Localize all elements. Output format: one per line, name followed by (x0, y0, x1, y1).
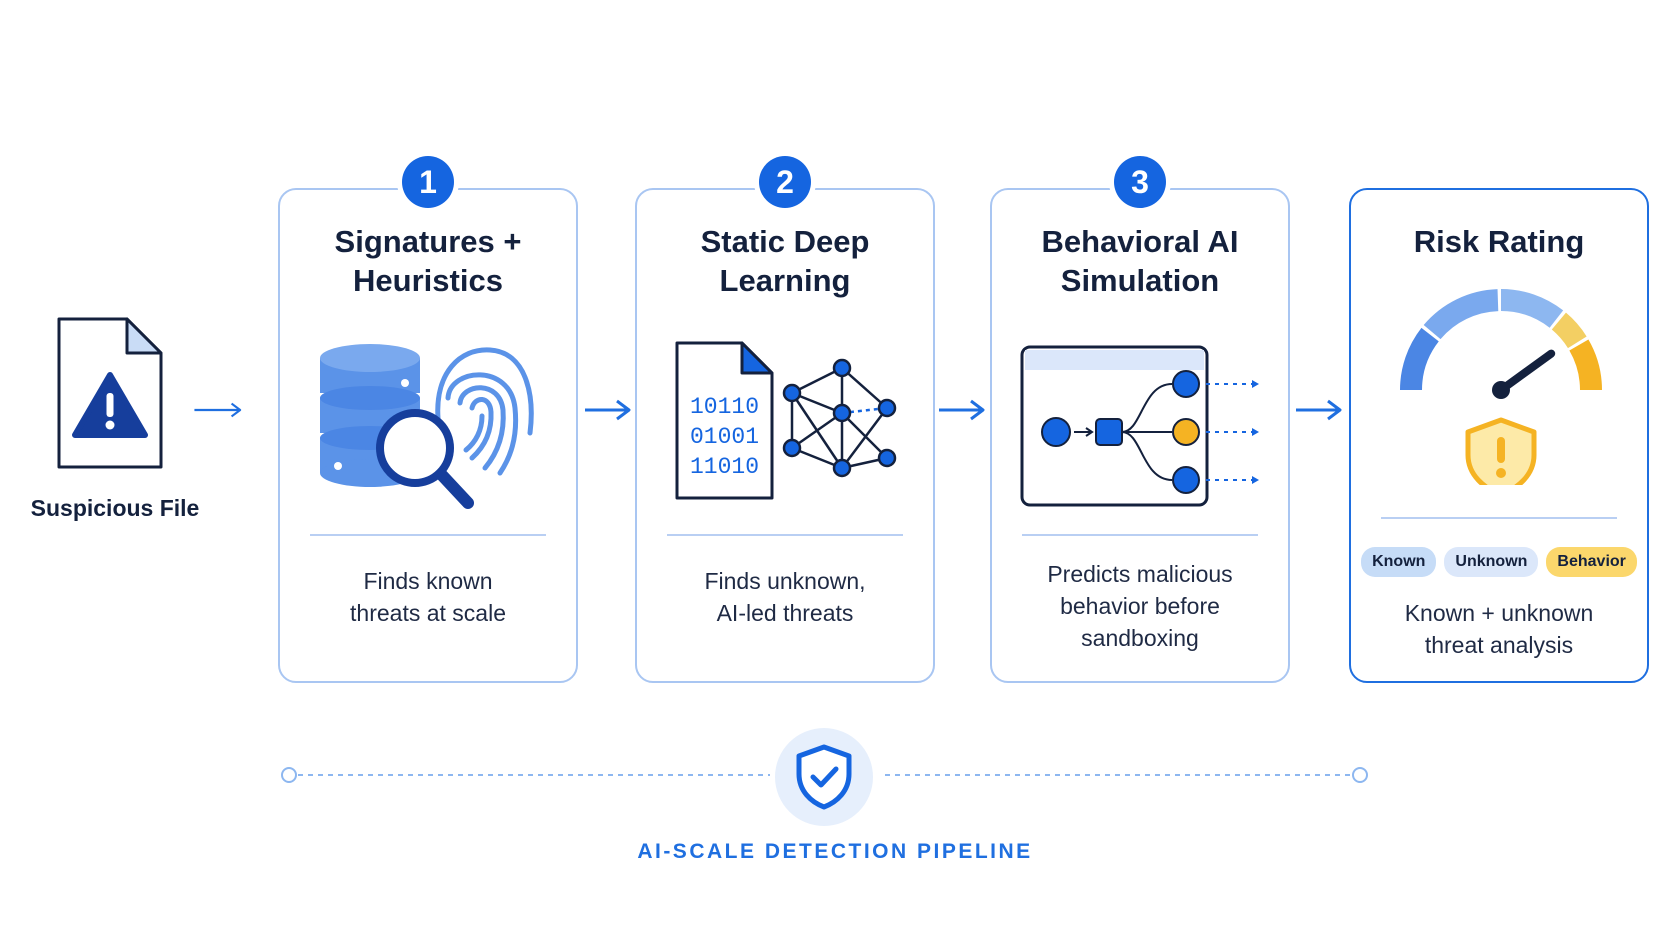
card-divider (310, 534, 546, 536)
stage-card-deep-learning: 2 Static Deep Learning 10110 01001 11010 (635, 156, 935, 683)
arrow-right-icon (194, 402, 242, 418)
stage-description: Predicts malicious behavior before sandb… (1047, 561, 1233, 651)
signatures-illustration (320, 344, 534, 509)
risk-rating-card: Risk Rating Known Unknown Behavior Known… (1349, 188, 1649, 683)
fingerprint-icon (435, 347, 534, 476)
stage-card-signatures: 1 Signatures + Heuristics (278, 156, 578, 683)
stage-description: Finds known threats at scale (350, 568, 506, 626)
shield-check-icon (796, 744, 852, 810)
card-divider (1022, 534, 1258, 536)
neural-network-icon (782, 358, 897, 478)
suspicious-file: Suspicious File (30, 315, 200, 521)
arrow-right-icon (585, 399, 631, 421)
svg-text:10110: 10110 (690, 394, 759, 420)
svg-text:11010: 11010 (690, 454, 759, 480)
step-badge: 3 (1114, 156, 1166, 208)
pill-known: Known (1361, 547, 1437, 577)
risk-rating-title: Risk Rating (1413, 224, 1585, 259)
risk-rating-description: Known + unknown threat analysis (1404, 600, 1594, 658)
pipeline-shield (775, 728, 873, 826)
pipeline-line (281, 767, 1368, 783)
deep-learning-illustration: 10110 01001 11010 (675, 341, 897, 500)
pill-behavior: Behavior (1546, 547, 1637, 577)
stage-title: Behavioral AI Simulation (1041, 224, 1239, 298)
risk-gauge-illustration (1400, 289, 1602, 485)
card-divider (667, 534, 903, 536)
stage-title: Static Deep Learning (700, 224, 870, 298)
risk-gauge-icon (1400, 289, 1602, 399)
stage-description: Finds unknown, AI-led threats (704, 568, 866, 626)
suspicious-file-icon (57, 317, 163, 469)
threat-type-pills: Known Unknown Behavior (1361, 547, 1637, 577)
suspicious-file-label: Suspicious File (30, 495, 200, 521)
simulation-window-icon (1020, 345, 1259, 507)
stage-card-behavioral-ai: 3 Behavioral AI Simulation (990, 156, 1290, 683)
arrow-right-icon (939, 399, 985, 421)
behavioral-ai-illustration (1020, 345, 1259, 507)
binary-document-icon: 10110 01001 11010 (675, 341, 774, 500)
pipeline-label: AI-SCALE DETECTION PIPELINE (637, 840, 1033, 863)
warning-shield-icon (1465, 417, 1537, 485)
step-badge: 2 (759, 156, 811, 208)
card-divider (1381, 517, 1617, 519)
magnifier-icon (376, 409, 474, 509)
stage-title: Signatures + Heuristics (334, 224, 522, 298)
arrow-right-icon (1296, 399, 1342, 421)
svg-text:01001: 01001 (690, 424, 759, 450)
step-badge: 1 (402, 156, 454, 208)
pill-unknown: Unknown (1444, 547, 1539, 577)
